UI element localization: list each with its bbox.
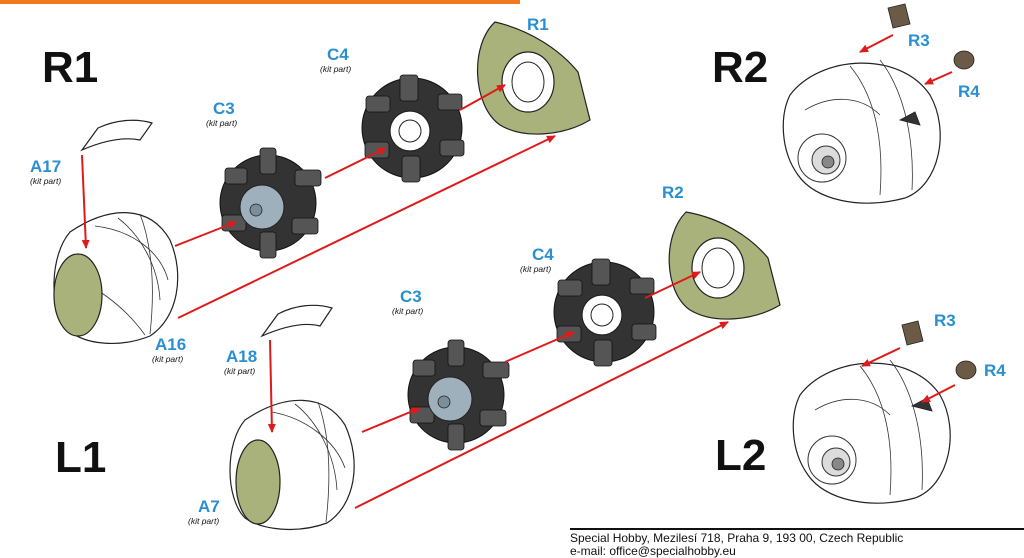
arrow-a18-to-cowling xyxy=(267,339,276,433)
arrow-c4-to-r1 xyxy=(459,84,506,111)
part-label-c3-top: C3 xyxy=(213,99,235,118)
cowling-a7 xyxy=(229,399,355,531)
cowling-a16 xyxy=(53,212,179,344)
arrow-a16-to-r1 xyxy=(177,135,556,319)
panel-a17 xyxy=(80,119,153,152)
note-a16: (kit part) xyxy=(152,354,183,364)
part-r4-top xyxy=(953,50,975,70)
arrow-r4-bottom xyxy=(921,384,956,403)
assembly-label-r1: R1 xyxy=(42,43,98,92)
arrow-c3-to-c4-bottom xyxy=(504,331,575,363)
footer-contact: Special Hobby, Mezilesí 718, Praha 9, 19… xyxy=(570,528,1024,558)
part-r3-bottom xyxy=(901,320,924,346)
panel-a18 xyxy=(260,304,333,338)
assembly-label-l2: L2 xyxy=(715,431,766,480)
header-accent-bar xyxy=(0,0,520,4)
assembly-label-r2: R2 xyxy=(712,43,768,92)
part-label-r1: R1 xyxy=(527,15,549,34)
part-label-a18: A18 xyxy=(226,347,257,366)
assembly-label-l1: L1 xyxy=(55,433,106,482)
part-label-r4-top: R4 xyxy=(958,82,980,101)
arrow-cowling-to-c3-bottom xyxy=(361,407,421,433)
note-a7: (kit part) xyxy=(188,516,219,526)
part-label-c3-bottom: C3 xyxy=(400,287,422,306)
crankcase-c3-bottom xyxy=(427,376,473,422)
cowling-l2 xyxy=(792,359,951,504)
cowl-ring-r2 xyxy=(668,211,781,320)
arrow-cowling-to-c3-top xyxy=(174,221,237,247)
engine-c3-bottom xyxy=(407,339,510,451)
note-c3-bottom: (kit part) xyxy=(392,306,423,316)
part-label-r2: R2 xyxy=(662,183,684,202)
arrow-a17-to-cowling xyxy=(81,154,90,249)
arrow-c4-to-r2 xyxy=(644,271,701,299)
part-label-c4-top: C4 xyxy=(327,45,349,64)
part-r4-bottom xyxy=(955,360,977,380)
part-label-a7: A7 xyxy=(198,497,220,516)
arrow-r3-bottom xyxy=(861,347,901,367)
arrow-a7-to-r2 xyxy=(354,321,729,509)
cowling-r2 xyxy=(782,59,941,204)
cowling-a16-front-resin xyxy=(53,253,103,337)
part-label-c4-bottom: C4 xyxy=(532,245,554,264)
engine-c4-bottom xyxy=(553,258,657,367)
part-label-a16: A16 xyxy=(155,335,186,354)
arrow-c3-to-c4-top xyxy=(324,147,387,179)
arrow-r4-top xyxy=(924,71,953,85)
footer-email: e-mail: office@specialhobby.eu xyxy=(570,544,736,558)
part-label-r3-bottom: R3 xyxy=(934,311,956,330)
part-label-r4-bottom: R4 xyxy=(984,361,1006,380)
engine-c3-top xyxy=(219,147,322,259)
cowl-ring-r1 xyxy=(477,21,591,135)
note-c4-top: (kit part) xyxy=(320,64,351,74)
part-label-r3-top: R3 xyxy=(908,31,930,50)
note-c3-top: (kit part) xyxy=(206,118,237,128)
part-r3-top xyxy=(887,3,911,29)
note-a17: (kit part) xyxy=(30,176,61,186)
engine-c4-top xyxy=(361,74,465,183)
footer-address: Special Hobby, Mezilesí 718, Praha 9, 19… xyxy=(570,531,904,545)
arrow-r3-top xyxy=(859,34,894,53)
part-label-a17: A17 xyxy=(30,157,61,176)
crankcase-c3-top xyxy=(239,184,285,230)
note-c4-bottom: (kit part) xyxy=(520,264,551,274)
cowling-a7-front-resin xyxy=(235,439,281,525)
note-a18: (kit part) xyxy=(224,366,255,376)
